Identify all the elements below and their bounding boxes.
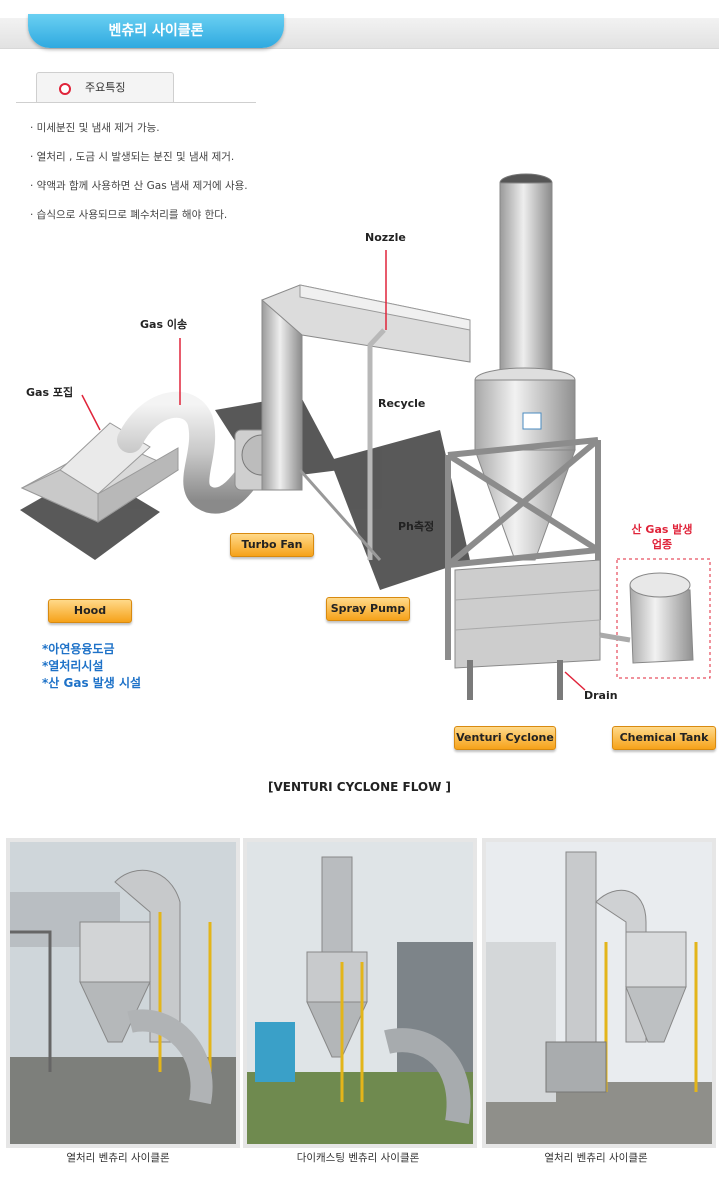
callout-lines [81,250,586,691]
spray-pump-button[interactable]: Spray Pump [326,597,410,621]
recycle-pipe [367,328,386,560]
feature-item: · 열처리 , 도금 시 발생되는 분진 및 냄새 제거. [30,151,235,163]
chemical-tank-shape [599,558,711,679]
photo-illustration [247,842,473,1144]
bullet-circle-icon [59,83,71,95]
photo-caption: 열처리 벤츄리 사이클론 [544,1152,648,1164]
feature-item: · 습식으로 사용되므로 폐수처리를 해야 한다. [30,209,228,221]
photo-caption: 열처리 벤츄리 사이클론 [66,1152,170,1164]
section-divider [16,102,256,103]
installation-photo [6,838,240,1148]
section-tab[interactable]: 주요특징 [36,72,174,103]
nozzle-label: Nozzle [365,231,406,244]
duct-shape [261,284,471,491]
gas-capture-label: Gas 포집 [26,386,74,399]
installation-photo [482,838,716,1148]
venturi-cyclone-diagram [20,173,711,700]
hood-button[interactable]: Hood [48,599,132,623]
photo-caption: 다이캐스팅 벤츄리 사이클론 [296,1152,420,1164]
chemical-tank-button[interactable]: Chemical Tank [612,726,716,750]
flow-caption: [VENTURI CYCLONE FLOW ] [267,780,452,794]
stack-shape [499,173,553,379]
gas-transfer-pipe [117,391,273,514]
drain-label: Drain [584,689,618,702]
photo-illustration [10,842,236,1144]
venturi-cyclone-button[interactable]: Venturi Cyclone [454,726,556,750]
support-frame [445,437,601,660]
installation-photo [243,838,477,1148]
acid-gas-industry-label: 산 Gas 발생 업종 [631,523,693,551]
gas-transfer-label: Gas 이송 [140,318,188,331]
spray-line [298,469,382,561]
application-note: *아연용융도금 [42,642,115,656]
section-tab-label: 주요특징 [85,81,126,94]
frame-legs [467,660,563,700]
hood-shape [20,422,180,523]
page-title: 벤츄리 사이클론 [28,14,284,48]
recycle-label: Recycle [378,397,426,410]
feature-item: · 약액과 함께 사용하면 산 Gas 냄새 제거에 사용. [30,180,248,192]
photo-illustration [486,842,712,1144]
application-note: *산 Gas 발생 시설 [42,676,142,690]
water-basin [454,559,601,669]
application-note: *열처리시설 [42,659,104,673]
feature-item: · 미세분진 및 냄새 제거 가능. [30,122,160,134]
ph-measure-label: Ph측정 [398,520,435,533]
turbo-fan-button[interactable]: Turbo Fan [230,533,314,557]
